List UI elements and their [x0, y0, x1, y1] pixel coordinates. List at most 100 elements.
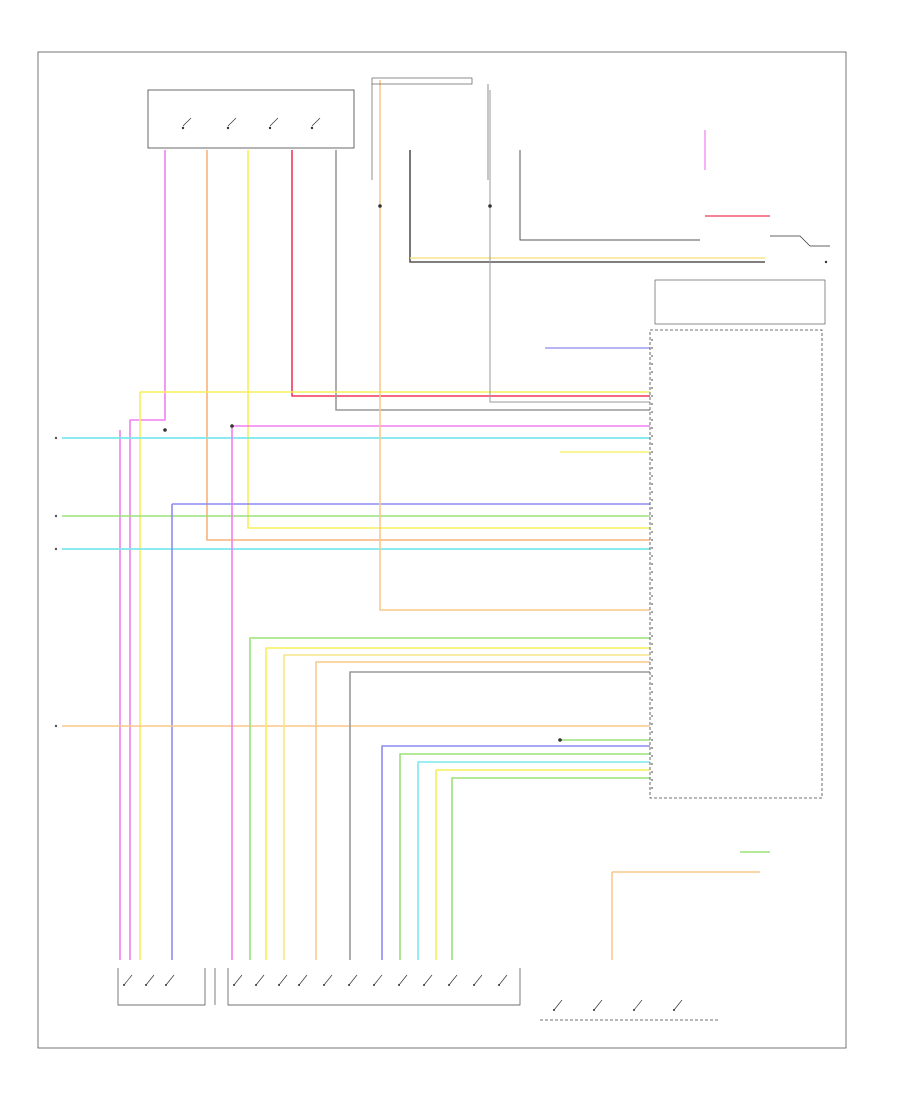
connector-marker — [54, 436, 58, 440]
switch-contact-icon — [323, 984, 325, 986]
switch-contact-icon — [310, 126, 314, 130]
module-pin — [651, 475, 653, 477]
switch-contact-icon — [423, 974, 433, 986]
switch-contact-icon — [448, 974, 458, 986]
switch-contact-icon — [593, 1009, 595, 1011]
switch-layer — [123, 117, 830, 1011]
switch-contact-icon — [165, 984, 167, 986]
switch-contact-icon — [473, 974, 483, 986]
module-pin — [651, 435, 653, 437]
wire-seat-5 — [381, 745, 650, 960]
switch-contact-icon — [473, 984, 475, 986]
switch-contact-icon — [165, 974, 175, 986]
splice-icon — [558, 738, 562, 742]
switch-contact-icon — [448, 984, 450, 986]
switch-contact-icon — [123, 984, 125, 986]
switch-contact-icon — [348, 974, 358, 986]
switch-contact-icon — [348, 984, 350, 986]
wire-gray — [335, 150, 650, 411]
wire-red — [291, 150, 650, 397]
module-pin — [651, 443, 653, 445]
module-pin — [651, 579, 653, 581]
switch-contact-icon — [227, 117, 237, 127]
switch-contact-icon — [298, 974, 308, 986]
module-pin — [651, 627, 653, 629]
memory-module-box — [649, 329, 823, 799]
module-pin — [651, 411, 653, 413]
module-pin — [651, 403, 653, 405]
switch-contact-icon — [268, 126, 272, 130]
wire-yellow — [247, 150, 650, 529]
module-pin — [651, 739, 653, 741]
heated-cooled-switch-box — [147, 89, 355, 149]
module-pin — [651, 483, 653, 485]
switch-contact-icon — [373, 984, 375, 986]
module-pin — [651, 787, 653, 789]
recliner-box — [654, 279, 826, 325]
wire-seat-7 — [417, 761, 650, 960]
wire-layer — [62, 80, 770, 960]
wire-seat-4 — [349, 671, 650, 960]
module-pin — [651, 427, 653, 429]
switch-contact-icon — [633, 999, 643, 1011]
switch-contact-icon — [498, 974, 508, 986]
module-pin — [651, 619, 653, 621]
module-pin — [651, 763, 653, 765]
module-pin — [651, 595, 653, 597]
switch-contact-icon — [278, 974, 288, 986]
module-pin — [651, 691, 653, 693]
module-pin — [651, 339, 653, 341]
switch-contact-icon — [398, 974, 408, 986]
module-pin — [651, 723, 653, 725]
module-pin — [651, 635, 653, 637]
switch-contact-icon — [323, 974, 333, 986]
module-pin — [651, 651, 653, 653]
splice-icon — [163, 428, 167, 432]
wire-dark-2 — [519, 150, 700, 241]
module-pin — [651, 643, 653, 645]
module-pin — [651, 387, 653, 389]
module-pin — [651, 515, 653, 517]
switch-contact-icon — [373, 974, 383, 986]
module-pin — [651, 571, 653, 573]
module-pin — [651, 675, 653, 677]
module-pin — [651, 379, 653, 381]
module-pin — [651, 715, 653, 717]
splice-icon — [488, 204, 492, 208]
module-pin — [651, 747, 653, 749]
switch-contact-icon — [226, 126, 230, 130]
switch-contact-icon — [255, 974, 265, 986]
module-pin — [651, 659, 653, 661]
switch-contact-icon — [311, 117, 321, 127]
connector-marker — [54, 724, 58, 728]
module-pin — [651, 771, 653, 773]
wire-orange — [206, 150, 650, 541]
wire-seat-6 — [399, 753, 650, 960]
wire-orange-right — [379, 80, 650, 611]
module-pin — [651, 531, 653, 533]
switch-contact-icon — [423, 984, 425, 986]
connector-marker — [54, 547, 58, 551]
module-pin — [651, 507, 653, 509]
module-pin — [651, 547, 653, 549]
switch-contact-icon — [633, 1009, 635, 1011]
switch-contact-icon — [278, 984, 280, 986]
switch-contact-icon — [553, 1009, 555, 1011]
module-pin — [651, 395, 653, 397]
wire-seat-8 — [435, 769, 650, 960]
module-pin — [651, 491, 653, 493]
wire-seat-1 — [265, 647, 650, 960]
wire-seat-0 — [249, 637, 650, 960]
module-pin — [651, 587, 653, 589]
wire-pink — [129, 150, 166, 960]
module-pin — [651, 683, 653, 685]
module-pin — [651, 779, 653, 781]
module-pin — [651, 611, 653, 613]
wire-seat-9 — [451, 777, 650, 960]
lumbar-switch-box — [117, 968, 206, 1006]
module-pin — [651, 347, 653, 349]
marks-layer — [54, 204, 653, 789]
module-pin — [651, 419, 653, 421]
module-pin — [651, 603, 653, 605]
